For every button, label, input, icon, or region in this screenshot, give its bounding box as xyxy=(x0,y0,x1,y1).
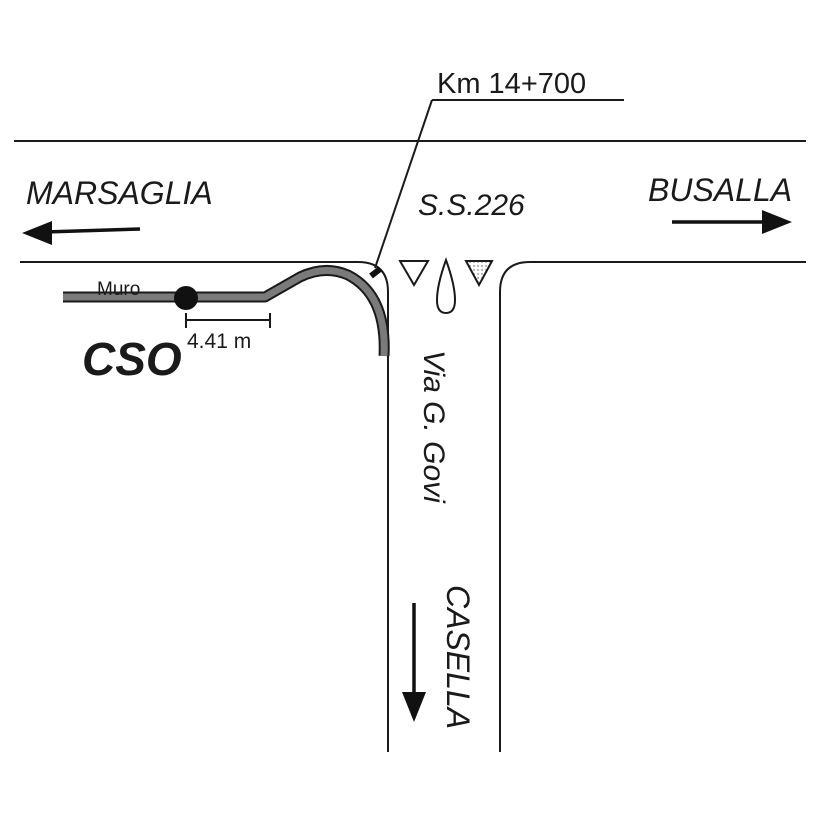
arrow-down-icon xyxy=(402,603,426,722)
arrow-right-icon xyxy=(672,210,792,234)
destination-south-label: CASELLA xyxy=(440,585,476,729)
main-road-label: S.S.226 xyxy=(418,189,525,222)
arrow-left-icon xyxy=(22,221,141,245)
station-label: CSO xyxy=(82,333,182,385)
main-road-south-edge-west xyxy=(20,261,389,752)
traffic-island-icon xyxy=(435,257,457,315)
main-road-south-edge-east xyxy=(499,261,806,752)
wall-muro-fill xyxy=(63,267,388,357)
km-marker-label: Km 14+700 xyxy=(437,68,586,100)
side-road-label: Via G. Govi xyxy=(417,350,450,504)
distance-label: 4.41 m xyxy=(187,330,251,353)
km-marker-leader xyxy=(369,99,624,279)
distance-dimension xyxy=(185,313,271,328)
destination-west-label: MARSAGLIA xyxy=(26,175,213,211)
station-dot-icon xyxy=(174,286,198,310)
destination-east-label: BUSALLA xyxy=(648,172,792,208)
road-edges xyxy=(14,140,806,752)
wall-label: Muro xyxy=(97,279,140,300)
yield-triangle-icon xyxy=(464,260,494,288)
yield-triangle-icon xyxy=(398,260,430,287)
